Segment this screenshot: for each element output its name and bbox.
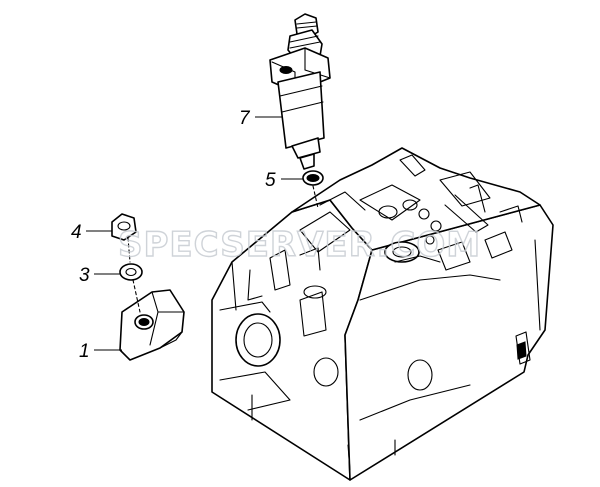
callout-label-7: 7 [239, 108, 251, 129]
washer [119, 263, 143, 281]
injector-clamp [119, 289, 185, 361]
callout-4: 4 [71, 222, 112, 243]
callout-1: 1 [79, 341, 122, 362]
callout-3: 3 [79, 265, 120, 286]
callout-label-3: 3 [79, 265, 90, 286]
cylinder-head [211, 147, 554, 481]
callout-label-4: 4 [71, 222, 82, 243]
callout-label-1: 1 [79, 341, 90, 362]
assembly-lines [127, 185, 319, 313]
watermark-text: SPECSERVER.COM [118, 225, 481, 265]
callout-7: 7 [239, 108, 282, 129]
callout-5: 5 [265, 170, 303, 191]
sealing-ring [302, 170, 324, 186]
callout-label-5: 5 [265, 170, 276, 191]
fuel-injector [269, 13, 331, 170]
nut [111, 213, 137, 241]
